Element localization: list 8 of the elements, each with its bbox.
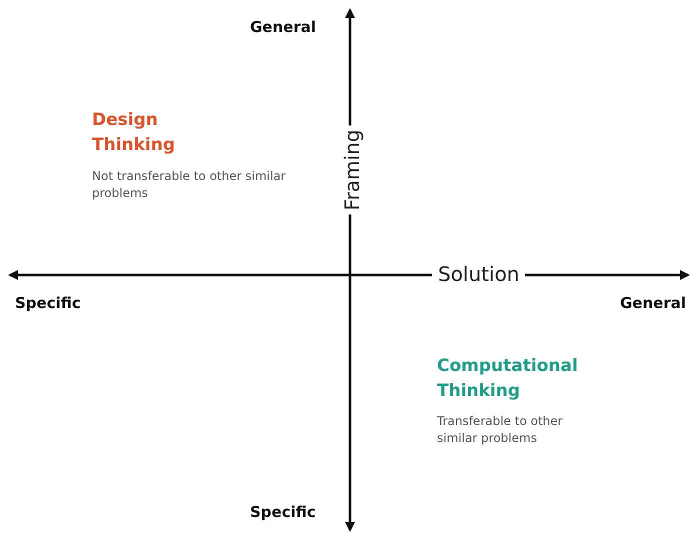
quadrant-title: Computational Thinking xyxy=(437,355,579,403)
axis-end-label: General xyxy=(620,294,686,312)
quadrant-title: Design Thinking xyxy=(92,109,176,157)
axis-end-label: Specific xyxy=(15,294,81,312)
quadrant-description: Not transferable to other similar problems xyxy=(92,168,287,202)
axis-end-label: General xyxy=(250,18,316,36)
axis-end-label: Specific xyxy=(250,503,316,521)
quadrant-description: Transferable to other similar problems xyxy=(437,413,564,448)
